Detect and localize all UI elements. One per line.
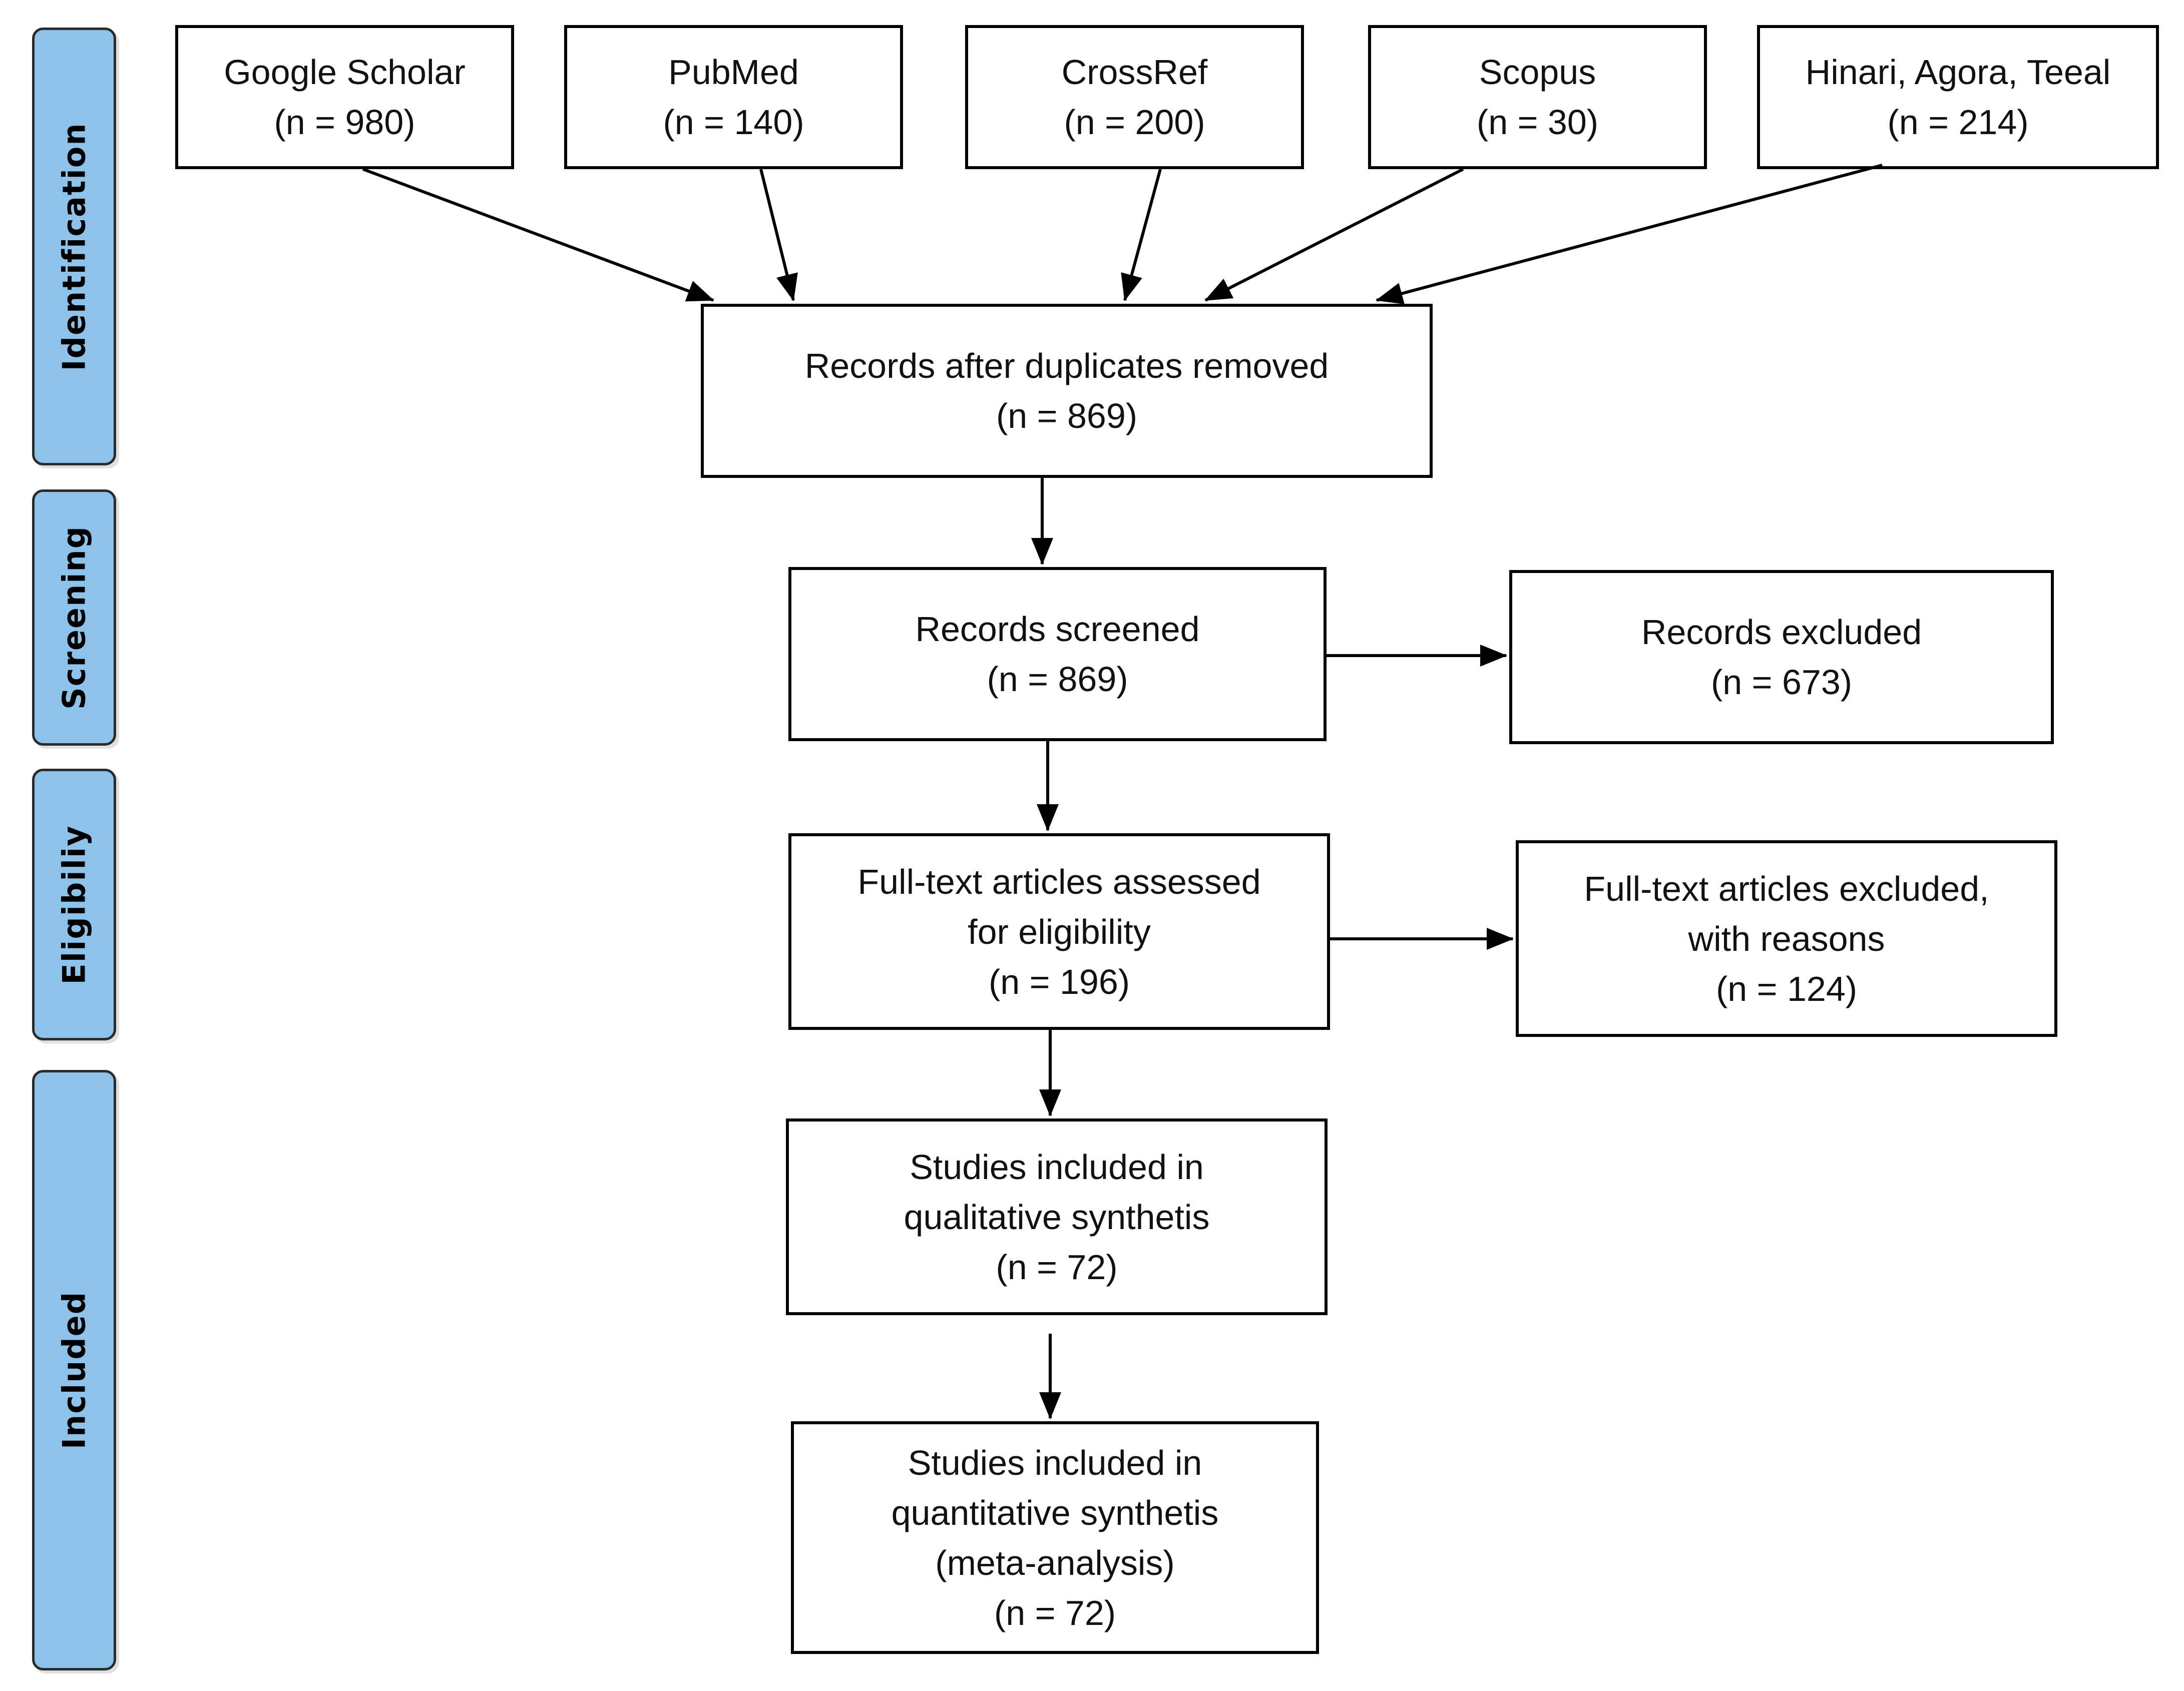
box-line: quantitative synthetis [891,1493,1219,1532]
box-line: (n = 673) [1710,663,1853,702]
source-box-hinari-agora-teeal: Hinari, Agora, Teeal (n = 214) [1757,25,2159,169]
records-screened-box: Records screened (n = 869) [788,567,1327,741]
source-name: CrossRef [1061,53,1208,92]
box-line: Full-text articles assessed [857,862,1261,901]
box-line: (meta-analysis) [935,1543,1175,1582]
source-box-pubmed: PubMed (n = 140) [564,25,903,169]
box-line: (n = 869) [996,396,1138,435]
qualitative-synthesis-box: Studies included in qualitative syntheti… [786,1118,1328,1315]
phase-eligibility: Eligibiliy [32,769,116,1040]
arrow-google-scholar-to-records [362,168,714,302]
box-line: (n = 72) [994,1593,1116,1632]
phase-screening: Screening [32,489,116,746]
box-line: qualitative synthetis [904,1197,1210,1237]
records-after-duplicates-box: Records after duplicates removed (n = 86… [701,304,1433,478]
fulltext-assessed-box: Full-text articles assessed for eligibil… [788,833,1330,1030]
box-line: Records after duplicates removed [804,346,1329,385]
source-count: (n = 140) [663,103,804,142]
arrow-scopus-to-records [1204,168,1464,302]
box-line: (n = 196) [988,962,1130,1001]
source-name: Google Scholar [224,53,466,92]
box-line: Full-text articles excluded, [1584,869,1989,908]
records-excluded-box: Records excluded (n = 673) [1509,570,2054,744]
source-count: (n = 200) [1064,103,1205,142]
box-line: Studies included in [910,1147,1204,1187]
source-count: (n = 30) [1476,103,1599,142]
source-box-scopus: Scopus (n = 30) [1368,25,1707,169]
source-name: Scopus [1479,53,1596,92]
box-line: (n = 72) [996,1247,1118,1287]
box-line: (n = 124) [1715,969,1858,1008]
source-box-google-scholar: Google Scholar (n = 980) [175,25,514,169]
box-line: for eligibility [968,912,1151,951]
arrow-pubmed-to-records [759,169,798,301]
fulltext-excluded-box: Full-text articles excluded, with reason… [1516,840,2057,1037]
arrow-hinari-to-records [1376,164,1883,304]
arrow-crossref-to-records [1121,169,1162,301]
source-name: Hinari, Agora, Teeal [1805,53,2111,92]
phase-identification: Identification [32,28,116,465]
quantitative-synthesis-box: Studies included in quantitative synthet… [791,1421,1319,1654]
box-line: with reasons [1688,919,1885,958]
source-count: (n = 980) [274,103,415,142]
phase-included: Included [32,1070,116,1670]
box-line: Records excluded [1641,613,1922,652]
source-name: PubMed [668,53,799,92]
source-box-crossref: CrossRef (n = 200) [965,25,1304,169]
source-count: (n = 214) [1887,103,2029,142]
box-line: Studies included in [908,1443,1202,1482]
box-line: (n = 869) [987,660,1128,699]
box-line: Records screened [915,610,1200,649]
